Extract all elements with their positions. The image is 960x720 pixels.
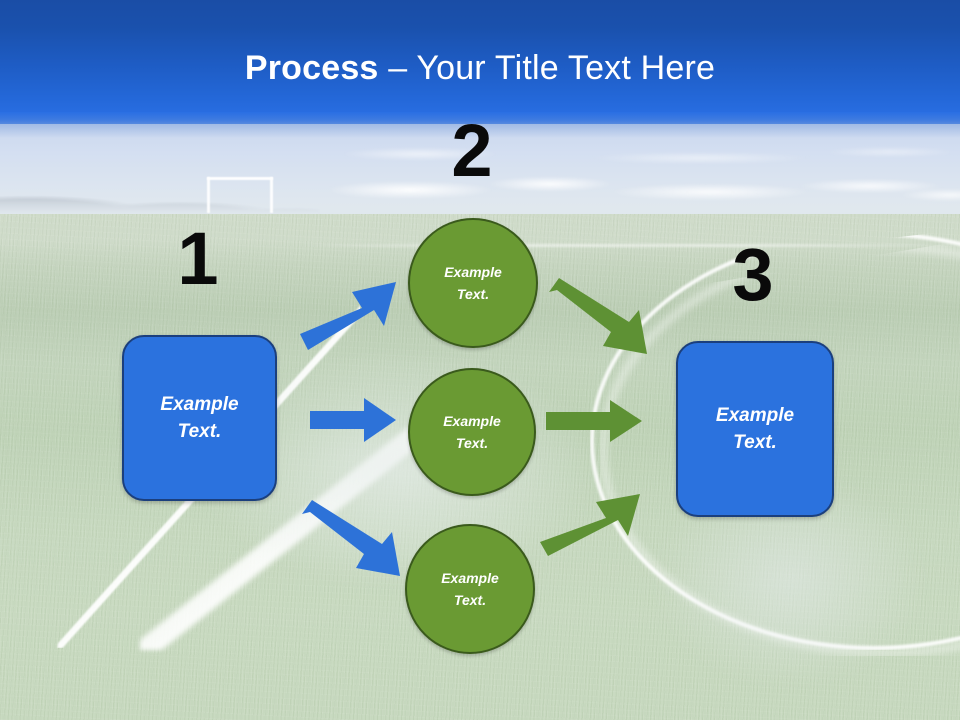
process-circle-middle-label: Example Text. [443, 413, 501, 451]
far-field-line [300, 244, 960, 247]
tree-line-left [0, 184, 320, 214]
process-box-left-label: Example Text. [160, 394, 239, 442]
process-circle-middle[interactable]: Example Text. [408, 368, 536, 496]
page-title: Process – Your Title Text Here [0, 48, 960, 88]
green-arrow-middle-icon [546, 400, 644, 442]
cloud-band-lower [330, 168, 960, 208]
process-circle-top[interactable]: Example Text. [408, 218, 538, 348]
green-arrow-down-icon [545, 278, 651, 354]
process-circle-top-label: Example Text. [444, 264, 502, 302]
title-band [0, 0, 960, 124]
goal-crossbar [207, 177, 273, 180]
step-number-1: 1 [177, 217, 219, 300]
goal-post-icon [207, 177, 273, 213]
page-title-rest: – Your Title Text Here [378, 49, 716, 87]
blue-arrow-down-icon [300, 500, 400, 576]
goal-post-left [207, 177, 210, 213]
process-box-right-label: Example Text. [715, 405, 795, 453]
process-circle-bottom-label: Example Text. [441, 570, 499, 608]
step-number-3: 3 [732, 233, 774, 316]
process-box-right[interactable]: Example Text. [676, 341, 834, 517]
step-number-2: 2 [451, 109, 493, 192]
blue-arrow-middle-icon [310, 398, 396, 442]
goal-post-right [270, 177, 273, 213]
blue-arrow-up-icon [300, 282, 400, 350]
page-title-strong: Process [244, 49, 379, 87]
green-arrow-up-icon [540, 494, 650, 556]
process-box-left[interactable]: Example Text. [122, 335, 277, 501]
title-band-fade [0, 112, 960, 138]
process-circle-bottom[interactable]: Example Text. [405, 524, 535, 654]
